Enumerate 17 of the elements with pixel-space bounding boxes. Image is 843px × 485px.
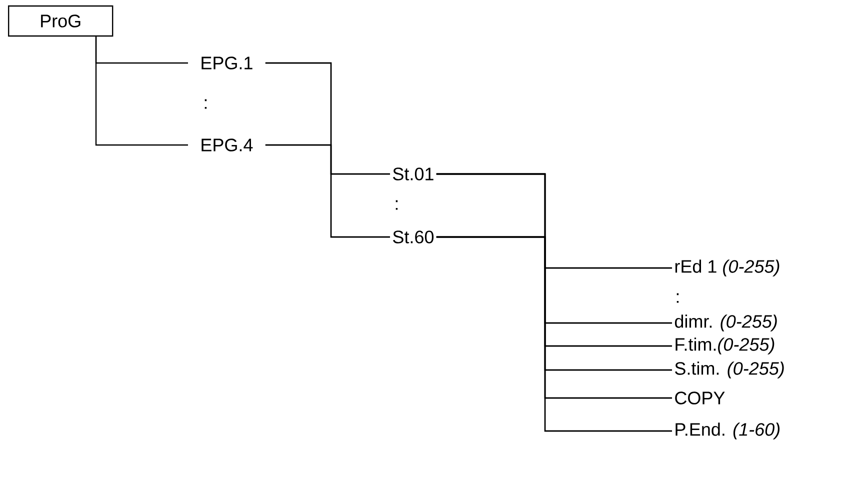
menu-item: EPG.1: [202, 56, 252, 70]
connector-line: [436, 236, 672, 432]
ellipsis: :: [204, 99, 207, 109]
menu-item: P.End. (1-60): [676, 422, 780, 440]
menu-box: ProG: [8, 5, 114, 37]
menu-item: dimr. (0-255): [674, 314, 777, 332]
connector-line: [95, 36, 188, 146]
menu-item: S.tim. (0-255): [675, 362, 784, 378]
menu-item: rEd 1 (0-255): [675, 260, 780, 276]
menu-item: EPG.4: [202, 138, 253, 152]
menu-item: F.tim.(0-255): [676, 338, 774, 354]
ellipsis: :: [396, 200, 398, 210]
connector-line: [265, 144, 390, 238]
menu-item: COPY: [675, 392, 725, 404]
ellipsis: :: [676, 293, 679, 303]
menu-item: St.01: [393, 168, 434, 180]
menu-item: St.60: [393, 230, 434, 244]
